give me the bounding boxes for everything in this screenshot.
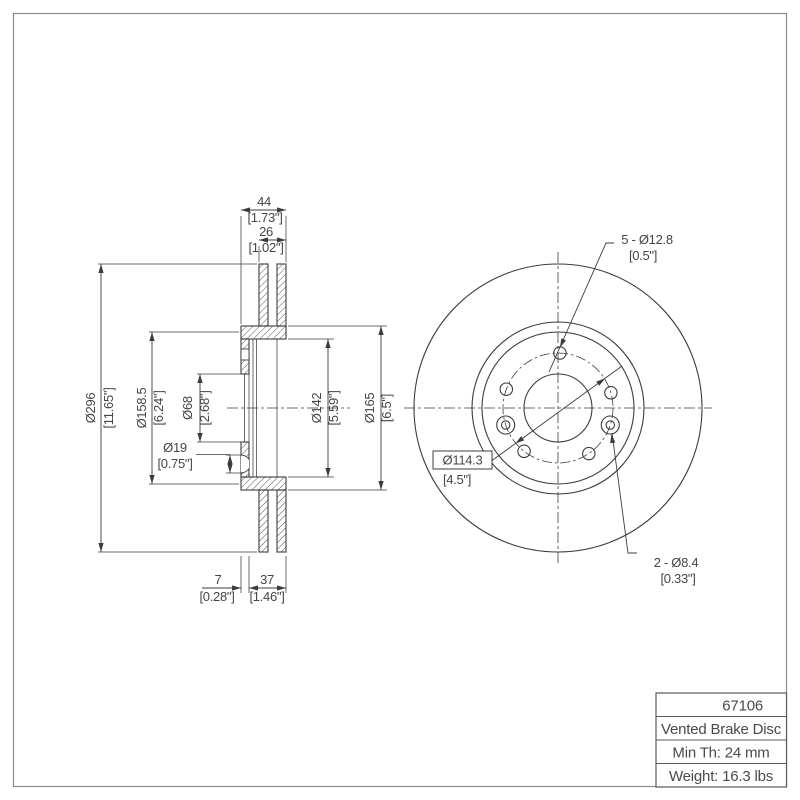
bolt-hole-leader xyxy=(548,242,614,373)
label-bolt-holes: 5 - Ø12.8 xyxy=(621,232,673,247)
dim-165-in: [6.5"] xyxy=(379,394,394,422)
title-min-thickness: Min Th: 24 mm xyxy=(672,745,769,762)
dim-center-bore-in: [2.68"] xyxy=(197,390,212,425)
bolt-holes xyxy=(499,346,618,461)
label-set-screws: 2 - Ø8.4 xyxy=(654,555,699,570)
dim-disc-thickness-mm: 26 xyxy=(259,224,273,239)
title-weight: Weight: 16.3 lbs xyxy=(669,768,773,785)
dim-outer-diameter-in: [11.65"] xyxy=(101,387,116,428)
dim-overall-thickness-mm: 44 xyxy=(257,194,271,209)
dim-outer-diameter-mm: Ø296 xyxy=(83,393,98,424)
dim-counterbore-mm: Ø19 xyxy=(163,440,187,455)
dim-142-mm: Ø142 xyxy=(309,393,324,424)
label-bolt-holes-in: [0.5"] xyxy=(629,248,657,263)
dim-165-mm: Ø165 xyxy=(362,393,377,424)
title-product-type: Vented Brake Disc xyxy=(661,721,782,738)
page-border xyxy=(12,12,788,788)
dim-142-in: [5.59"] xyxy=(326,390,341,425)
counterbore-notch-section xyxy=(241,454,249,474)
set-screw-holes xyxy=(496,415,620,435)
set-screw-leader xyxy=(610,432,637,554)
dim-hat-diameter-in: [6.24"] xyxy=(151,390,166,425)
stud-hole-section xyxy=(240,348,250,361)
front-view: 5 - Ø12.8 [0.5"] Ø114.3 [4.5"] 2 - Ø8.4 … xyxy=(404,232,712,586)
label-bolt-circle-in: [4.5"] xyxy=(443,472,471,487)
dimension-lines xyxy=(98,207,384,591)
dim-center-bore-mm: Ø68 xyxy=(180,396,195,420)
dim-hat-depth-in: [1.46"] xyxy=(249,589,284,604)
dim-flange-thickness-in: [0.28"] xyxy=(199,589,234,604)
dim-hat-diameter-mm: Ø158.5 xyxy=(134,388,149,429)
bolt-circle-leader xyxy=(432,365,623,470)
dim-overall-thickness-in: [1.73"] xyxy=(247,210,282,225)
dim-disc-thickness-in: [1.02"] xyxy=(248,240,283,255)
dim-flange-thickness-mm: 7 xyxy=(215,572,222,587)
section-hatched-areas xyxy=(240,263,287,553)
dim-hat-depth-mm: 37 xyxy=(260,572,274,587)
label-set-screws-in: [0.33"] xyxy=(660,571,695,586)
title-part-number: 67106 xyxy=(722,698,763,715)
dim-counterbore-in: [0.75"] xyxy=(157,456,192,471)
section-view: 44 [1.73"] 26 [1.02"] Ø296 [11.65"] Ø158… xyxy=(83,194,394,604)
label-bolt-circle: Ø114.3 xyxy=(443,453,483,468)
title-block: 67106 Vented Brake Disc Min Th: 24 mm We… xyxy=(655,692,788,788)
